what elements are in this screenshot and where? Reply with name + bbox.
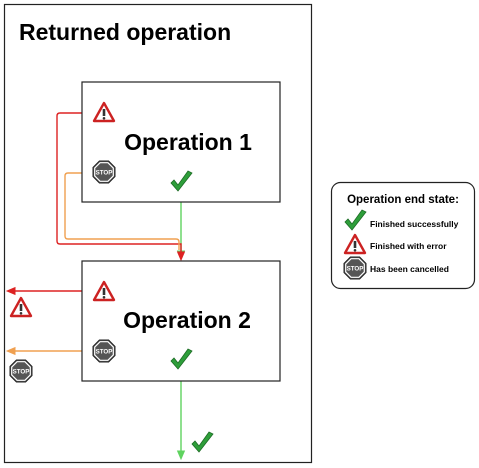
operation-1-box: Operation 1 (81, 81, 281, 203)
operation-1-label: Operation 1 (124, 129, 252, 155)
legend-item-cancelled-label: Has been cancelled (370, 264, 449, 274)
returned-operation-frame (3, 3, 313, 464)
legend-item-error-label: Finished with error (370, 241, 447, 251)
cancel-connector-1-2 (64, 172, 180, 250)
stop-icon (9, 359, 33, 383)
error-connector-1-2 (56, 112, 186, 262)
operation-2-label: Operation 2 (123, 307, 251, 333)
legend: Operation end state: Finished successful… (330, 181, 476, 290)
legend-title: Operation end state: (347, 194, 459, 206)
stop-icon (343, 256, 367, 280)
stop-icon (92, 160, 116, 184)
returned-operation-title: Returned operation (19, 19, 231, 45)
operation-2-box: Operation 2 (81, 260, 281, 382)
legend-item-success-label: Finished successfully (370, 219, 459, 229)
legend-box (330, 181, 476, 290)
stop-icon (92, 339, 116, 363)
